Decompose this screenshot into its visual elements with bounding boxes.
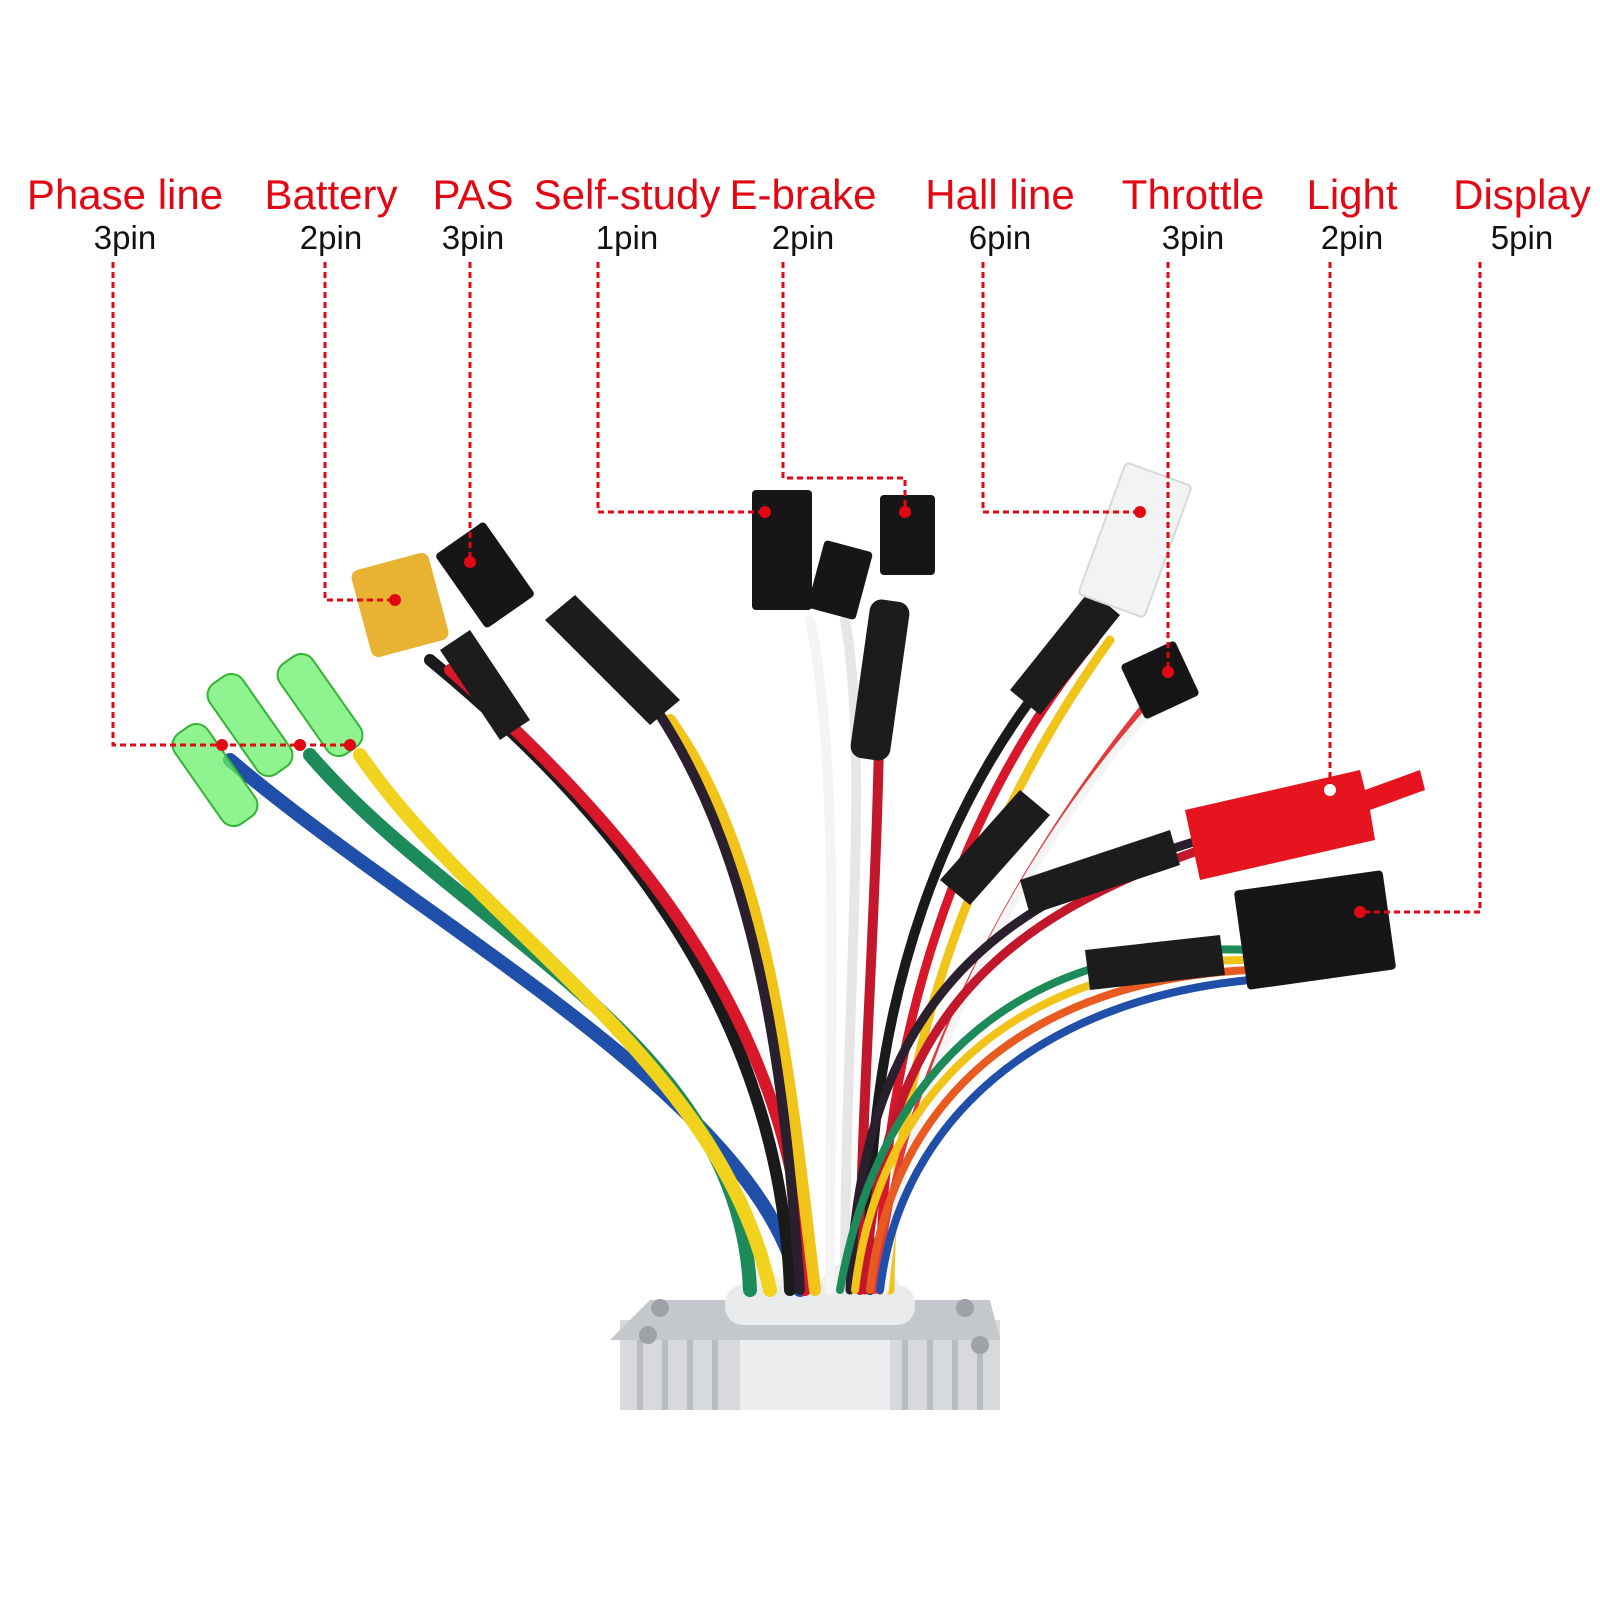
label-name: E-brake [729, 171, 877, 218]
label-pins: 1pin [595, 219, 659, 256]
label-e-brake: E-brake 2pin [729, 172, 876, 258]
label-name: Throttle [1121, 171, 1265, 218]
label-display: Display 5pin [1453, 172, 1591, 258]
label-name: Phase line [26, 171, 224, 218]
light-connector [1185, 770, 1425, 880]
display-connector [1234, 870, 1396, 990]
label-name: Light [1306, 171, 1398, 218]
label-pas: PAS 3pin [433, 172, 514, 258]
label-pins: 5pin [1490, 219, 1554, 256]
pas-connector [436, 522, 534, 628]
label-self-study: Self-study 1pin [534, 172, 721, 258]
label-pins: 3pin [441, 219, 505, 256]
label-name: Hall line [925, 171, 1075, 218]
hall-connector [1078, 462, 1192, 618]
label-name: Battery [264, 171, 398, 218]
throttle-connector [1121, 641, 1199, 719]
phase-bullet-connectors [171, 652, 364, 828]
label-pins: 2pin [771, 219, 835, 256]
label-name: Self-study [533, 171, 721, 218]
label-pins: 2pin [1320, 219, 1384, 256]
label-phase-line: Phase line 3pin [27, 172, 223, 258]
label-name: Display [1453, 171, 1591, 218]
label-pins: 3pin [1161, 219, 1225, 256]
label-throttle: Throttle 3pin [1122, 172, 1264, 258]
label-name: PAS [432, 171, 514, 218]
label-light: Light 2pin [1306, 172, 1397, 258]
pointer-dots [216, 506, 1366, 918]
label-pins: 2pin [299, 219, 363, 256]
label-pins: 6pin [968, 219, 1032, 256]
label-pins: 3pin [93, 219, 157, 256]
label-hall-line: Hall line 6pin [925, 172, 1074, 258]
leader-lines [111, 262, 1482, 914]
self-study-ebrake-connectors [752, 490, 935, 620]
battery-xt60-connector [351, 552, 449, 658]
label-battery: Battery 2pin [264, 172, 397, 258]
connectors [171, 462, 1425, 990]
heat-shrink-sleeves [440, 590, 1225, 990]
